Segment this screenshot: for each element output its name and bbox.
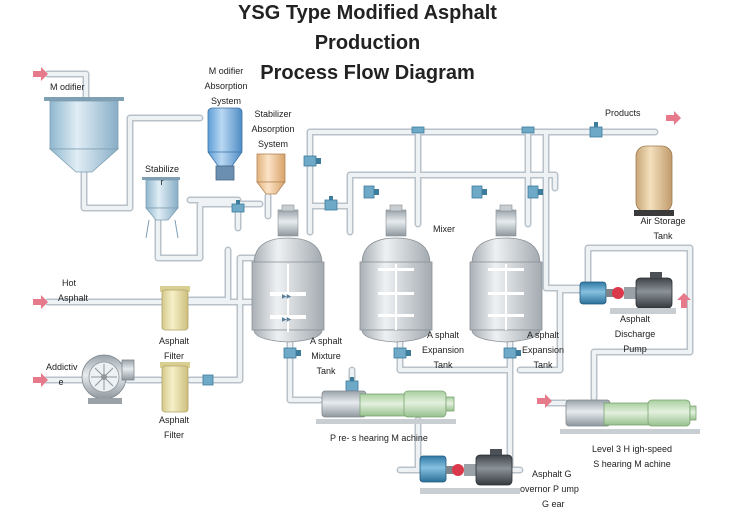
label-pre-shearing-machine: P re- s hearing M achine [330,433,428,443]
label-stabilizer-absorption: Stabilizer Absorption System [251,109,295,149]
flow-arrow-icon [666,111,681,125]
asphalt-mixture-tank: ▶▶ ▶▶ [251,204,325,343]
label-asphalt-mixture-tank: A sphalt Mixture Tank [309,336,343,376]
asphalt-filter-1 [160,286,190,331]
label-asphalt-filter-1: Asphalt Filter [158,336,190,361]
valve-icon [363,185,379,199]
title-line-1: YSG Type Modified Asphalt [238,2,497,24]
modifier-hopper [44,97,124,173]
flow-arrow-icon [537,394,552,408]
label-modifier: M odifier [50,82,85,92]
valve-icon [231,200,245,213]
pipes [42,70,694,474]
valve-icon [303,155,321,167]
discharge-pump [579,272,676,314]
svg-text:▶▶: ▶▶ [282,293,292,300]
svg-text:▶▶: ▶▶ [282,316,292,323]
valve-icon [345,377,359,392]
valve-icon [202,374,214,386]
label-mixer: Mixer [433,224,455,234]
pre-shearing-machine [316,390,456,424]
title-line-3: Process Flow Diagram [260,62,475,84]
flow-arrow-icon [677,293,691,308]
asphalt-expansion-tank-2 [469,204,543,343]
governor-pump-gear [419,449,520,494]
valve-icon [283,347,301,359]
label-governor-pump-gear: Asphalt G overnor P ump G ear [520,469,579,509]
level3-shearing-machine [560,399,700,434]
label-modifier-absorption: M odifier Absorption System [204,66,248,106]
flow-arrow-icon [33,295,48,309]
flow-arrow-icons [33,67,691,408]
stabilizer-absorption-system [256,153,286,195]
blower-icon [81,354,135,404]
stabilizer-hopper [142,177,180,239]
valve-icon [521,126,535,134]
valve-icon [393,347,411,359]
label-asphalt-filter-2: Asphalt Filter [158,415,190,440]
valve-icons [202,122,603,392]
label-expansion-tank-1: A sphalt Expansion Tank [421,330,465,370]
asphalt-filter-2 [160,362,190,413]
valve-icon [527,185,543,199]
valve-icon [471,185,487,199]
asphalt-expansion-tank-1 [359,204,433,343]
valve-icon [324,196,338,211]
label-air-storage-tank: Air Storage Tank [640,216,686,241]
valve-icon [589,122,603,138]
valve-icon [411,126,425,134]
title-line-2: Production [314,32,421,54]
label-discharge-pump: Asphalt Discharge Pump [614,314,656,354]
label-expansion-tank-2: A sphalt Expansion Tank [521,330,565,370]
valve-icon [503,347,521,359]
label-stabilizer: Stabilize r [144,164,180,187]
label-products: Products [605,108,641,118]
modifier-absorption-system [207,107,243,181]
label-level3-shearing-machine: Level 3 H igh-speed S hearing M achine [591,444,673,469]
air-storage-tank [634,145,674,216]
label-additive: Addictiv e [46,362,78,387]
flow-arrow-icon [33,373,48,387]
label-hot-asphalt: Hot Asphalt [58,278,89,303]
flow-arrow-icon [33,67,48,81]
